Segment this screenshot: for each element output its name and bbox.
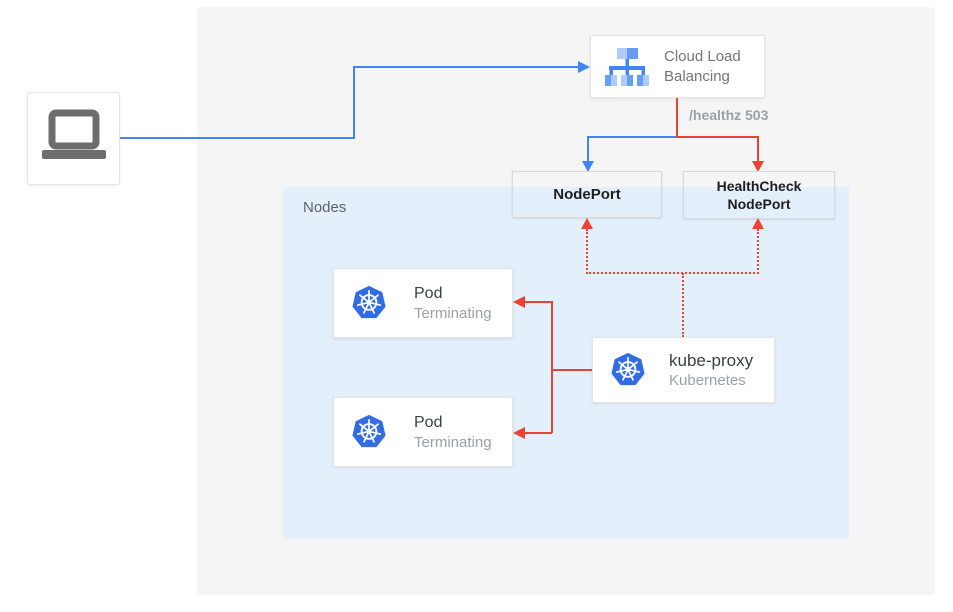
- junction-to-hcnodeport-line-v: [757, 136, 759, 163]
- client-to-clb-line-segment-1: [120, 137, 355, 139]
- line-to-pod1: [524, 301, 552, 303]
- dotted-arrowhead-hcnodeport: [752, 218, 764, 229]
- healthz-503-label: /healthz 503: [689, 107, 769, 123]
- client-node: [27, 92, 120, 185]
- pod1-arrowhead: [513, 296, 525, 308]
- pod1-status: Terminating: [414, 304, 492, 322]
- junction-to-nodeport-line-v: [587, 136, 589, 163]
- dotted-line-to-hcnodeport: [757, 229, 759, 274]
- kubernetes-icon: [350, 285, 388, 322]
- junction-to-hcnodeport-line-h: [676, 136, 759, 138]
- client-to-clb-line-segment-3: [353, 66, 580, 68]
- nodeport-arrowhead: [582, 161, 594, 172]
- kube-proxy-node: kube-proxy Kubernetes: [592, 337, 775, 403]
- dotted-line-to-nodeport: [586, 229, 588, 274]
- kubeproxy-dotted-line-h: [586, 272, 759, 274]
- pod-1-node: Pod Terminating: [333, 268, 513, 338]
- healthcheck-nodeport-node: HealthCheck NodePort: [683, 171, 835, 219]
- hcnodeport-arrowhead: [752, 161, 764, 172]
- kubeproxy-to-pods-line-h: [551, 369, 592, 371]
- kubeproxy-dotted-line-up: [682, 273, 684, 337]
- client-to-clb-arrowhead: [578, 61, 590, 73]
- healthcheck-nodeport-label: HealthCheck NodePort: [716, 178, 802, 212]
- cloud-load-balancing-icon: [604, 46, 650, 88]
- cloud-load-balancing-node: Cloud Load Balancing: [590, 35, 765, 98]
- kube-proxy-title: kube-proxy: [669, 350, 754, 370]
- junction-to-nodeport-line-h: [587, 136, 678, 138]
- laptop-icon: [41, 109, 107, 168]
- dotted-arrowhead-nodeport: [581, 218, 593, 229]
- pod2-status: Terminating: [414, 433, 492, 451]
- clb-healthcheck-line-down: [676, 98, 678, 138]
- nodes-label: Nodes: [303, 199, 347, 216]
- kube-proxy-subtitle: Kubernetes: [669, 371, 746, 389]
- pod-2-node: Pod Terminating: [333, 397, 513, 467]
- kubernetes-icon: [609, 352, 647, 389]
- pod2-title: Pod: [414, 413, 443, 431]
- client-to-clb-line-segment-2: [353, 66, 355, 139]
- kubeproxy-to-pods-line-v: [551, 301, 553, 433]
- nodeport-label: NodePort: [553, 186, 621, 203]
- nodeport-node: NodePort: [512, 171, 662, 218]
- cloud-load-balancing-label: Cloud Load Balancing: [664, 47, 741, 85]
- kubernetes-icon: [350, 414, 388, 451]
- pod2-arrowhead: [513, 427, 525, 439]
- pod1-title: Pod: [414, 284, 443, 302]
- line-to-pod2: [524, 432, 552, 434]
